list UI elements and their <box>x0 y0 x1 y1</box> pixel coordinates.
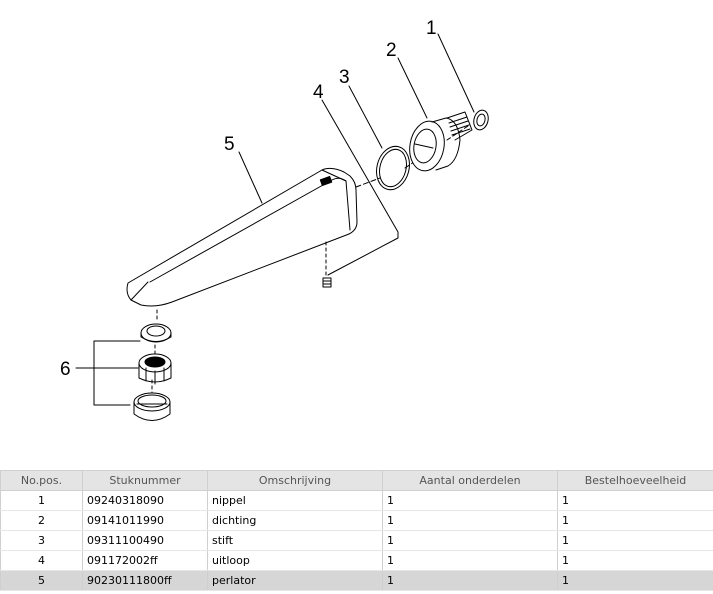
cell-number: 90230111800ff <box>82 570 208 591</box>
leader-2 <box>397 57 428 119</box>
callout-2: 2 <box>386 40 397 61</box>
cell-number: 09240318090 <box>82 490 208 511</box>
aerator-washer <box>140 323 172 343</box>
table-row[interactable]: 3 09311100490 stift 1 1 <box>0 530 713 551</box>
nipple-part-2 <box>409 111 473 172</box>
cell-order-qty: 1 <box>557 570 713 591</box>
leader-3 <box>348 85 383 149</box>
cell-sub-count: 1 <box>382 510 558 531</box>
column-header-sub-count[interactable]: Aantal onderdelen <box>382 470 558 491</box>
cell-pos: 5 <box>0 570 83 591</box>
cell-number: 091172002ff <box>82 550 208 571</box>
cell-description: nippel <box>207 490 383 511</box>
cell-order-qty: 1 <box>557 550 713 571</box>
table-row[interactable]: 4 091172002ff uitloop 1 1 <box>0 550 713 571</box>
leader-1 <box>437 33 475 113</box>
cell-description: stift <box>207 530 383 551</box>
callout-5: 5 <box>224 134 235 155</box>
aerator-insert <box>138 353 172 385</box>
o-ring-part-3 <box>376 145 410 191</box>
table-row[interactable]: 2 09141011990 dichting 1 1 <box>0 510 713 531</box>
cell-pos: 2 <box>0 510 83 531</box>
callout-4: 4 <box>313 82 324 103</box>
leader-4 <box>321 99 399 276</box>
pin-part-4 <box>322 241 332 288</box>
cell-sub-count: 1 <box>382 550 558 571</box>
parts-table: No.pos. Stuknummer Omschrijving Aantal o… <box>0 470 713 591</box>
column-header-order-qty[interactable]: Bestelhoeveelheid <box>557 470 713 491</box>
column-header-description[interactable]: Omschrijving <box>207 470 383 491</box>
callout-3: 3 <box>339 67 350 88</box>
cell-description: perlator <box>207 570 383 591</box>
column-header-pos[interactable]: No.pos. <box>0 470 83 491</box>
cell-sub-count: 1 <box>382 570 558 591</box>
exploded-parts-drawing: 1 2 3 4 5 6 <box>60 18 489 421</box>
cell-number: 09311100490 <box>82 530 208 551</box>
cell-order-qty: 1 <box>557 510 713 531</box>
cell-description: uitloop <box>207 550 383 571</box>
spout-part-5 <box>126 167 358 307</box>
cell-sub-count: 1 <box>382 530 558 551</box>
column-header-number[interactable]: Stuknummer <box>82 470 208 491</box>
callout-6: 6 <box>60 359 71 380</box>
cell-pos: 3 <box>0 530 83 551</box>
table-row-selected[interactable]: 5 90230111800ff perlator 1 1 <box>0 570 713 591</box>
leader-5 <box>238 151 263 204</box>
cell-number: 09141011990 <box>82 510 208 531</box>
bracket-6 <box>93 340 141 406</box>
ring-part-1 <box>473 109 489 131</box>
cell-order-qty: 1 <box>557 530 713 551</box>
cell-pos: 4 <box>0 550 83 571</box>
table-row[interactable]: 1 09240318090 nippel 1 1 <box>0 490 713 511</box>
callout-1: 1 <box>426 18 437 39</box>
cell-description: dichting <box>207 510 383 531</box>
cell-sub-count: 1 <box>382 490 558 511</box>
cell-pos: 1 <box>0 490 83 511</box>
table-header-row: No.pos. Stuknummer Omschrijving Aantal o… <box>0 470 713 491</box>
cell-order-qty: 1 <box>557 490 713 511</box>
aerator-housing <box>133 392 171 421</box>
